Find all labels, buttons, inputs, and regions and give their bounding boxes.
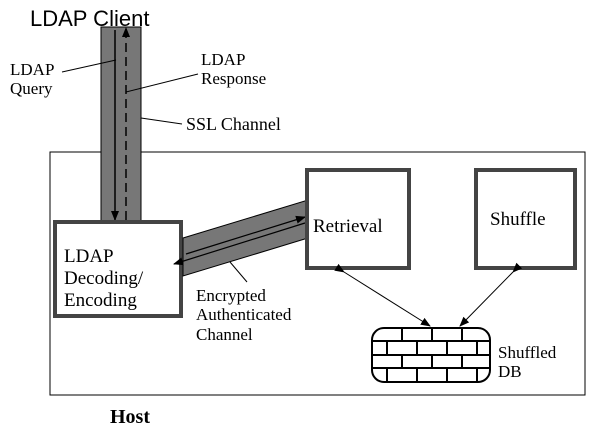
shuffled-db-icon — [371, 327, 491, 383]
shuffle-box — [474, 168, 577, 270]
decoding-label-line1: LDAP — [64, 246, 114, 267]
ssl-channel-label: SSL Channel — [186, 114, 281, 134]
decoding-box — [53, 220, 183, 318]
decoding-label-line3: Encoding — [64, 290, 137, 311]
shuffle-db-link — [459, 262, 523, 327]
shuffle-label: Shuffle — [490, 209, 546, 230]
ssl-channel-pipe — [100, 26, 142, 224]
retrieval-db-link — [334, 263, 431, 327]
query-label-line2: Query — [10, 79, 53, 98]
ldap-client-label: LDAP Client — [30, 6, 149, 31]
host-boundary — [49, 151, 586, 396]
shuffled-db-label-line2: DB — [498, 362, 522, 381]
ssl-leader — [140, 117, 183, 125]
decoding-label-line2: Decoding/ — [64, 268, 144, 289]
query-label-line1: LDAP — [10, 60, 54, 79]
encrypted-channel-pipe — [182, 199, 309, 277]
encrypted-label-line2: Authenticated — [196, 305, 292, 324]
encrypted-leader — [229, 261, 248, 283]
encrypted-label-line1: Encrypted — [196, 286, 266, 305]
response-label-line1: LDAP — [201, 50, 245, 69]
shuffled-db-label-line1: Shuffled — [498, 343, 557, 362]
response-label-line2: Response — [201, 69, 266, 88]
query-leader — [61, 59, 117, 73]
encrypted-arrow-right — [185, 215, 306, 255]
encrypted-arrow-left — [173, 222, 306, 266]
encrypted-label-line3: Channel — [196, 325, 253, 344]
response-leader — [125, 73, 199, 93]
retrieval-label: Retrieval — [313, 216, 383, 237]
host-label: Host — [110, 406, 150, 428]
